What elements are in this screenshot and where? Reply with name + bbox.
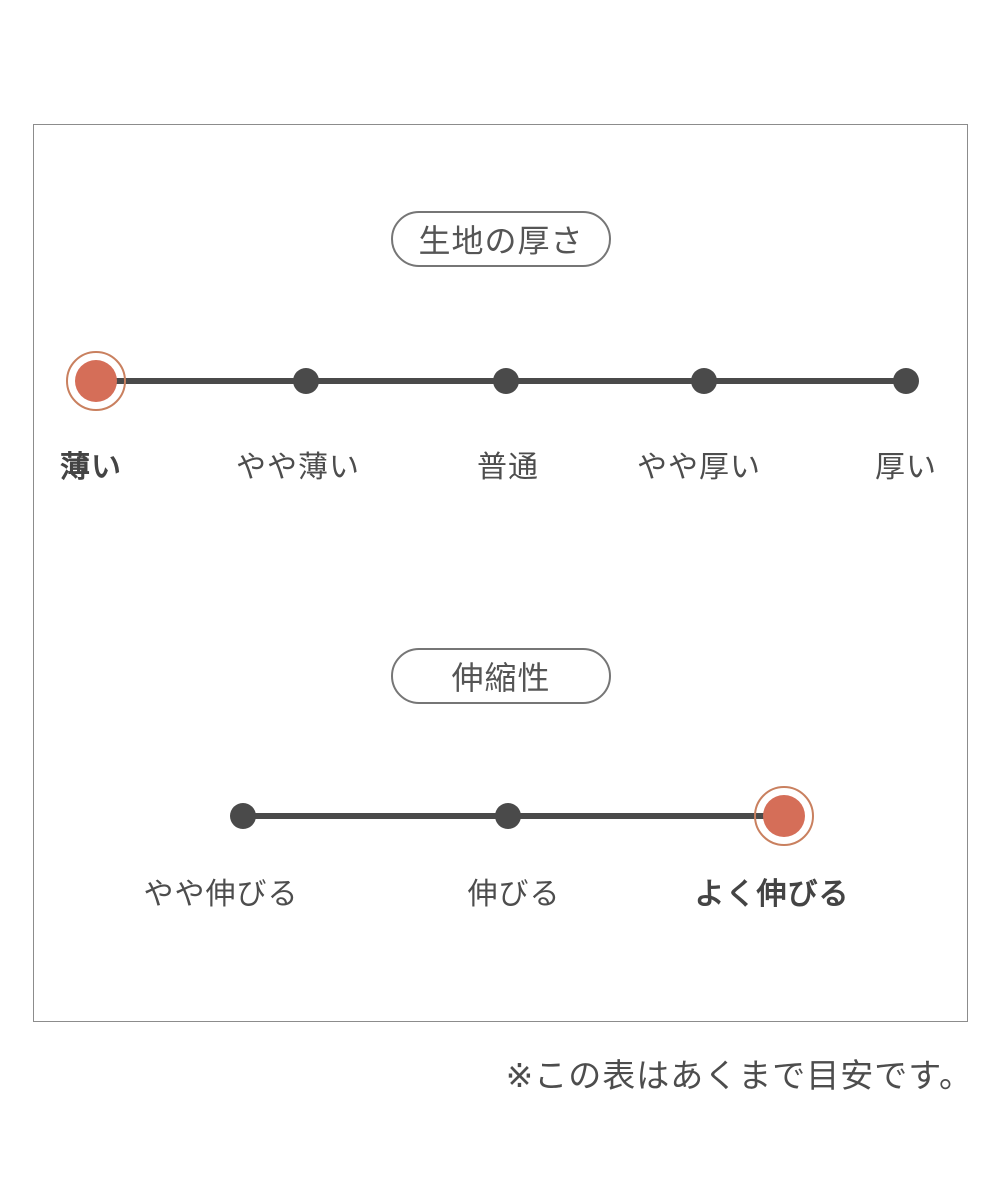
thickness-active-marker-ring <box>66 351 126 411</box>
stretch-dot-active <box>763 795 805 837</box>
thickness-title-pill: 生地の厚さ <box>391 211 611 267</box>
stretch-dot-2 <box>495 803 521 829</box>
stretch-dot-1 <box>230 803 256 829</box>
thickness-label-normal: 普通 <box>477 450 539 485</box>
stretch-title: 伸縮性 <box>451 659 551 697</box>
disclaimer-note: ※この表はあくまで目安です。 <box>505 1056 973 1095</box>
thickness-label-thin-active: 薄い <box>60 450 122 485</box>
stretch-label-very-stretchy-active: よく伸びる <box>694 877 850 912</box>
thickness-label-somewhat-thin: やや薄い <box>236 450 360 485</box>
thickness-dot-2 <box>293 368 319 394</box>
thickness-label-somewhat-thick: やや厚い <box>637 450 761 485</box>
spec-panel: 生地の厚さ 薄い やや薄い 普通 やや厚い 厚い 伸縮性 やや伸びる 伸びる よ… <box>33 124 968 1022</box>
thickness-title: 生地の厚さ <box>418 222 584 260</box>
thickness-dot-5 <box>893 368 919 394</box>
stretch-label-somewhat-stretchy: やや伸びる <box>143 877 299 912</box>
thickness-dot-4 <box>691 368 717 394</box>
thickness-dot-active <box>75 360 117 402</box>
thickness-label-thick: 厚い <box>875 450 937 485</box>
stretch-active-marker-ring <box>754 786 814 846</box>
thickness-dot-3 <box>493 368 519 394</box>
stretch-label-stretchy: 伸びる <box>467 877 561 912</box>
stretch-title-pill: 伸縮性 <box>391 648 611 704</box>
